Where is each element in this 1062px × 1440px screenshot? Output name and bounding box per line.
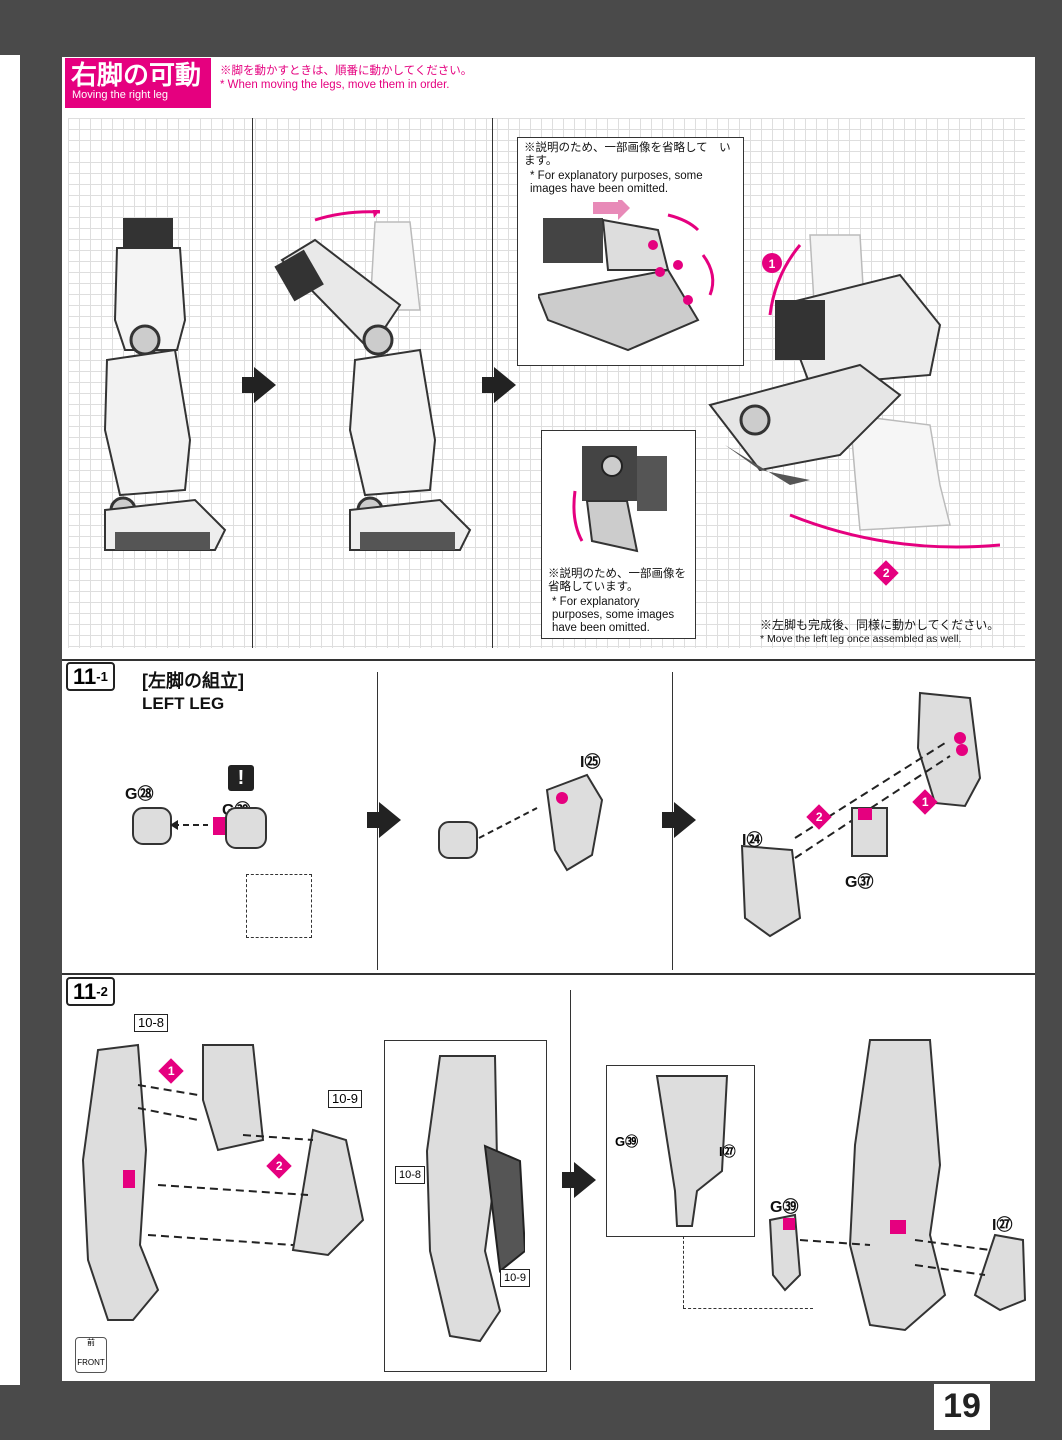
part-label-g39: G㊴ — [770, 1199, 799, 1216]
callout-bottom-en: * For explanatory purposes, some images … — [552, 596, 675, 634]
callout-omitted-bottom: ※説明のため、一部画像を省略しています。 * For explanatory p… — [541, 430, 696, 639]
section-title-en: Moving the right leg — [72, 89, 168, 101]
move-order-note: ※脚を動かすときは、順番に動かしてください。 * When moving the… — [220, 64, 620, 92]
left-leg-move-note-jp: ※左脚も完成後、同様に動かしてください。 — [760, 618, 1000, 632]
front-indicator-jp: 前 — [87, 1338, 95, 1347]
left-leg-move-note: ※左脚も完成後、同様に動かしてください。 * Move the left leg… — [760, 618, 999, 646]
part-location-inset: G㊴ I㉗ — [606, 1065, 755, 1237]
next-arrow-icon — [562, 1162, 596, 1198]
joint-parts-illustration — [132, 807, 267, 849]
move-order-note-jp: ※脚を動かすときは、順番に動かしてください。 — [220, 65, 473, 77]
ref-tag-10-8: 10-8 — [395, 1166, 426, 1184]
completed-view-inset: 10-8 10-9 — [384, 1040, 547, 1372]
step-11-1-title-jp: [左脚の組立] — [142, 671, 244, 691]
next-arrow-icon — [242, 367, 276, 403]
next-arrow-icon — [367, 802, 401, 838]
leg-thigh-raised-illustration — [274, 210, 472, 551]
detail-inset — [246, 874, 312, 938]
previous-page-edge — [0, 55, 20, 1385]
inset-part-label-i27: I㉗ — [719, 1144, 736, 1159]
leg-knee-bent-illustration: 1 — [708, 234, 1000, 549]
step-11-2-sub: -2 — [96, 984, 108, 999]
section-title-box: 右脚の可動 Moving the right leg — [65, 58, 211, 108]
step-11-2-number: 11 — [73, 979, 97, 1004]
thigh-frame-illustration — [438, 773, 604, 872]
part-label-g28: G㉘ — [125, 786, 154, 803]
ref-tag-10-9: 10-9 — [328, 1090, 363, 1108]
leg-straight-illustration — [103, 218, 227, 551]
joint-detail-illustration — [538, 200, 715, 352]
left-leg-move-note-en: * Move the left leg once assembled as we… — [760, 633, 962, 645]
lower-leg-final-illustration — [768, 1039, 1027, 1332]
step-11-1-number: 11 — [73, 664, 97, 689]
part-label-i25: I㉕ — [580, 754, 601, 771]
callout-omitted-top: ※説明のため、一部画像を省略して います。 * For explanatory … — [517, 137, 744, 366]
thigh-assembly-illustration — [740, 691, 982, 938]
callout-bottom-jp: ※説明のため、一部画像を省略しています。 — [548, 568, 686, 593]
lower-leg-assembly-illustration — [81, 1043, 365, 1321]
next-arrow-icon — [482, 367, 516, 403]
step-11-1-sub: -1 — [96, 669, 108, 684]
section-divider — [62, 659, 1035, 661]
part-label-i24: I㉔ — [742, 832, 763, 849]
page-number: 19 — [934, 1384, 990, 1430]
inset-part-label-g39: G㊴ — [615, 1134, 639, 1149]
ref-tag-10-9: 10-9 — [500, 1269, 531, 1287]
step-11-1-title-en: LEFT LEG — [142, 694, 225, 713]
front-indicator-en: FRONT — [77, 1358, 105, 1367]
move-order-note-en: * When moving the legs, move them in ord… — [220, 79, 450, 91]
section-divider — [62, 973, 1035, 975]
lower-leg-completed-illustration — [425, 1055, 525, 1343]
leader-line — [683, 1308, 813, 1309]
knee-joint-illustration — [572, 446, 667, 553]
ref-tag-10-8: 10-8 — [134, 1014, 169, 1032]
step-11-1-badge: 11-1 — [66, 662, 115, 691]
section-title-jp: 右脚の可動 — [71, 60, 202, 90]
warning-icon: ! — [228, 765, 254, 791]
svg-text:1: 1 — [769, 257, 776, 271]
leader-line — [683, 1236, 684, 1308]
callout-top-en: * For explanatory purposes, some images … — [530, 170, 703, 195]
next-arrow-icon — [662, 802, 696, 838]
part-label-i27: I㉗ — [992, 1217, 1013, 1234]
front-indicator: 前 FRONT — [75, 1337, 107, 1373]
part-location-illustration — [655, 1075, 729, 1227]
part-label-g37: G㊲ — [845, 874, 874, 891]
step-11-2-badge: 11-2 — [66, 977, 115, 1006]
callout-top-jp: ※説明のため、一部画像を省略して います。 — [524, 142, 731, 167]
